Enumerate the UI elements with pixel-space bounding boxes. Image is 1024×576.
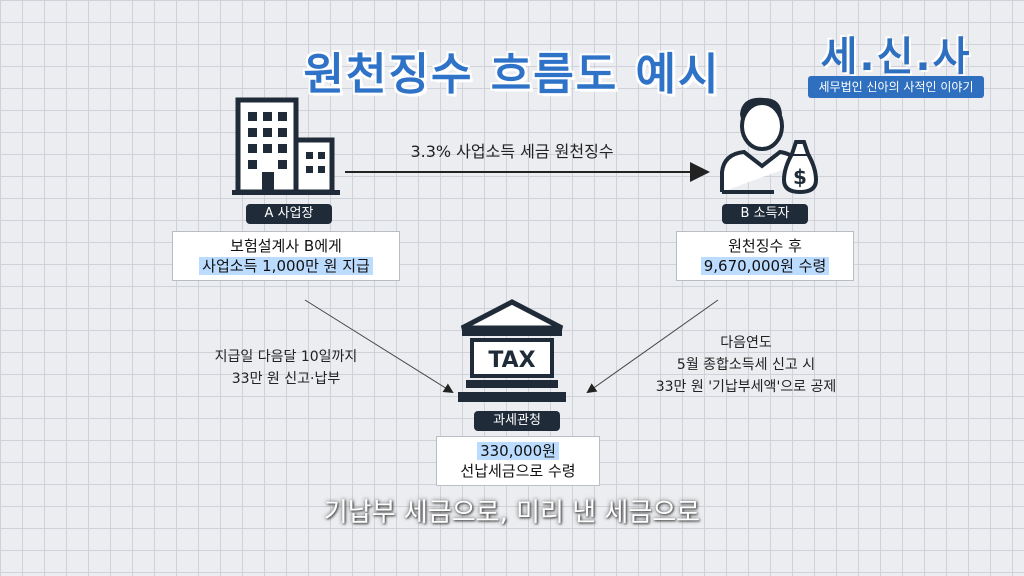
right-note-line3: 33만 원 '기납부세액'으로 공제 <box>655 379 837 395</box>
right-note-line1: 다음연도 <box>720 335 772 351</box>
business-line2: 사업소득 1,000만 원 지급 <box>199 257 373 275</box>
arrow-business-to-tax <box>304 299 454 394</box>
earner-line1: 원천징수 후 <box>728 237 802 255</box>
left-note-line2: 33만 원 신고·납부 <box>231 371 341 387</box>
arrow-earner-to-tax <box>586 299 719 394</box>
earner-pill: B 소득자 <box>722 204 808 224</box>
tax-office-icon: TAX <box>458 299 566 402</box>
channel-logo-subtitle: 세무법인 신아의 사적인 이야기 <box>808 76 984 98</box>
business-box: 보험설계사 B에게 사업소득 1,000만 원 지급 <box>172 231 400 281</box>
left-note-line1: 지급일 다음달 10일까지 <box>214 349 358 365</box>
tax-office-line2: 선납세금으로 수령 <box>460 462 576 480</box>
earner-line2: 9,670,000원 수령 <box>700 257 830 275</box>
right-note-line2: 5월 종합소득세 신고 시 <box>676 357 816 373</box>
arrow-top-label: 3.3% 사업소득 세금 원천징수 <box>410 142 614 161</box>
business-pill: A 사업장 <box>246 204 332 224</box>
person-with-moneybag-icon: $ <box>720 97 819 195</box>
tax-office-pill: 과세관청 <box>474 411 560 431</box>
tax-sign-text: TAX <box>488 348 535 373</box>
business-line1: 보험설계사 B에게 <box>230 237 342 255</box>
page-title: 원천징수 흐름도 예시 <box>303 49 721 100</box>
svg-text:$: $ <box>793 165 807 189</box>
tax-office-line1: 330,000원 <box>477 442 559 460</box>
channel-logo: 세.신.사 <box>820 34 972 80</box>
right-note: 다음연도 5월 종합소득세 신고 시 33만 원 '기납부세액'으로 공제 <box>626 332 866 398</box>
earner-box: 원천징수 후 9,670,000원 수령 <box>676 231 854 281</box>
video-subtitle: 기납부 세금으로, 미리 낸 세금으로 <box>323 498 701 528</box>
left-note: 지급일 다음달 10일까지 33만 원 신고·납부 <box>186 346 386 390</box>
building-icon <box>232 97 340 195</box>
tax-office-box: 330,000원 선납세금으로 수령 <box>436 436 600 486</box>
